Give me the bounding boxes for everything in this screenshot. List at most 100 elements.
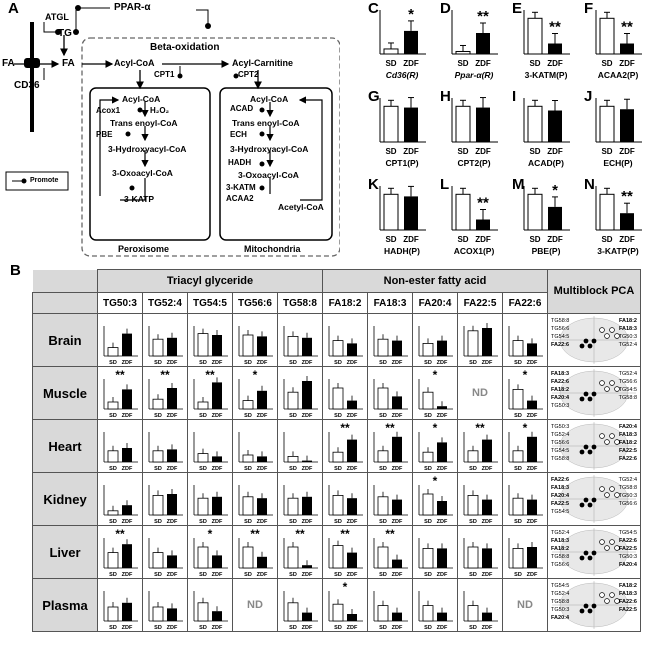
pca-loading-label: TG52:4 (551, 591, 569, 597)
bar-sd (287, 546, 299, 569)
bar-sd (287, 602, 299, 622)
bar-sd (512, 450, 524, 463)
significance-mark: ** (115, 368, 125, 382)
mito-trans-enoyl: Trans enoyl-CoA (232, 118, 300, 128)
x-tick-sd: SD (244, 572, 252, 578)
bar-zdf (212, 456, 222, 462)
significance-mark: * (523, 421, 528, 435)
x-tick-sd: SD (529, 147, 540, 156)
pca-loading-label: FA22:6 (619, 456, 637, 462)
pca-loading-label: FA18:3 (551, 371, 569, 377)
tissue-label: Muscle (32, 366, 98, 420)
x-tick-zdf: ZDF (403, 235, 419, 244)
sd-point (609, 327, 615, 333)
zdf-point (583, 391, 589, 397)
pca-loading-label: FA22:5 (551, 501, 569, 507)
bar-sd (422, 391, 434, 410)
x-tick-sd: SD (424, 466, 432, 472)
pca-loading-label: TG52:4 (551, 530, 569, 536)
bar-sd (455, 50, 471, 55)
tissue-label: Brain (32, 313, 98, 367)
bar-sd (512, 497, 524, 516)
pca-loading-label: FA22:6 (551, 379, 569, 385)
mito-hydroxyacyl: 3-Hydroxyacyl-CoA (230, 144, 309, 154)
bar-zdf (392, 340, 402, 356)
x-tick-zdf: ZDF (257, 466, 268, 472)
bar-zdf (257, 456, 267, 462)
bar-sd (455, 193, 471, 231)
x-tick-sd: SD (289, 360, 297, 366)
bar-zdf (122, 389, 132, 409)
pca-loading-label: TG56:6 (619, 379, 637, 385)
panel-title: Ppar-α(R) (454, 70, 494, 80)
bar-sd (152, 338, 164, 357)
bar-sd (107, 552, 119, 569)
bar-sd (512, 340, 524, 357)
pca-loading-label: TG54:5 (551, 509, 569, 515)
x-tick-zdf: ZDF (167, 360, 178, 366)
zdf-point (583, 338, 589, 344)
column-header-tg56-6: TG56:6 (232, 292, 278, 314)
significance-mark: ** (115, 527, 125, 541)
x-tick-sd: SD (289, 413, 297, 419)
x-tick-zdf: ZDF (547, 59, 563, 68)
significance-mark: ** (205, 368, 215, 382)
panel-letter: K (368, 176, 379, 193)
x-tick-zdf: ZDF (437, 625, 448, 631)
x-tick-sd: SD (199, 413, 207, 419)
x-tick-sd: SD (199, 572, 207, 578)
bar-zdf (347, 552, 357, 568)
x-tick-sd: SD (385, 235, 396, 244)
x-tick-sd: SD (199, 625, 207, 631)
bar-zdf (620, 109, 634, 142)
pca-loading-label: FA18:3 (619, 326, 637, 332)
bar-zdf (392, 499, 402, 515)
x-tick-zdf: ZDF (437, 413, 448, 419)
bar-zdf (302, 565, 312, 568)
bar-zdf (482, 548, 492, 568)
bar-zdf (548, 43, 562, 54)
x-tick-zdf: ZDF (392, 413, 403, 419)
bar-zdf (122, 544, 132, 568)
x-tick-zdf: ZDF (437, 519, 448, 525)
bar-sd (332, 340, 344, 357)
bar-sd (197, 546, 209, 569)
x-tick-zdf: ZDF (257, 360, 268, 366)
bar-sd (107, 347, 119, 357)
sd-point (609, 380, 615, 386)
significance-mark: ** (295, 527, 305, 541)
pca-loading-label: FA22:5 (619, 546, 637, 552)
bar-zdf (302, 337, 312, 356)
bar-sd (152, 552, 164, 569)
significance-mark: * (433, 368, 438, 382)
pca-loading-label: TG54:5 (551, 448, 569, 454)
corner-cell (32, 269, 98, 293)
zdf-point (591, 444, 597, 450)
zdf-point (591, 497, 597, 503)
x-tick-sd: SD (244, 360, 252, 366)
perox-oxoacyl: 3-Oxoacyl-CoA (112, 168, 173, 178)
bar-chart: SD ZDF (379, 185, 426, 244)
bar-zdf (302, 496, 312, 515)
sd-point (614, 386, 620, 392)
bar-sd (599, 193, 615, 231)
bar-zdf (347, 439, 357, 462)
zdf-point (579, 343, 585, 349)
bar-sd (377, 546, 389, 569)
x-tick-zdf: ZDF (475, 59, 491, 68)
bar-zdf (392, 559, 402, 568)
lipid-table: Triacyl glyceride Non-ester fatty acid M… (32, 269, 641, 632)
